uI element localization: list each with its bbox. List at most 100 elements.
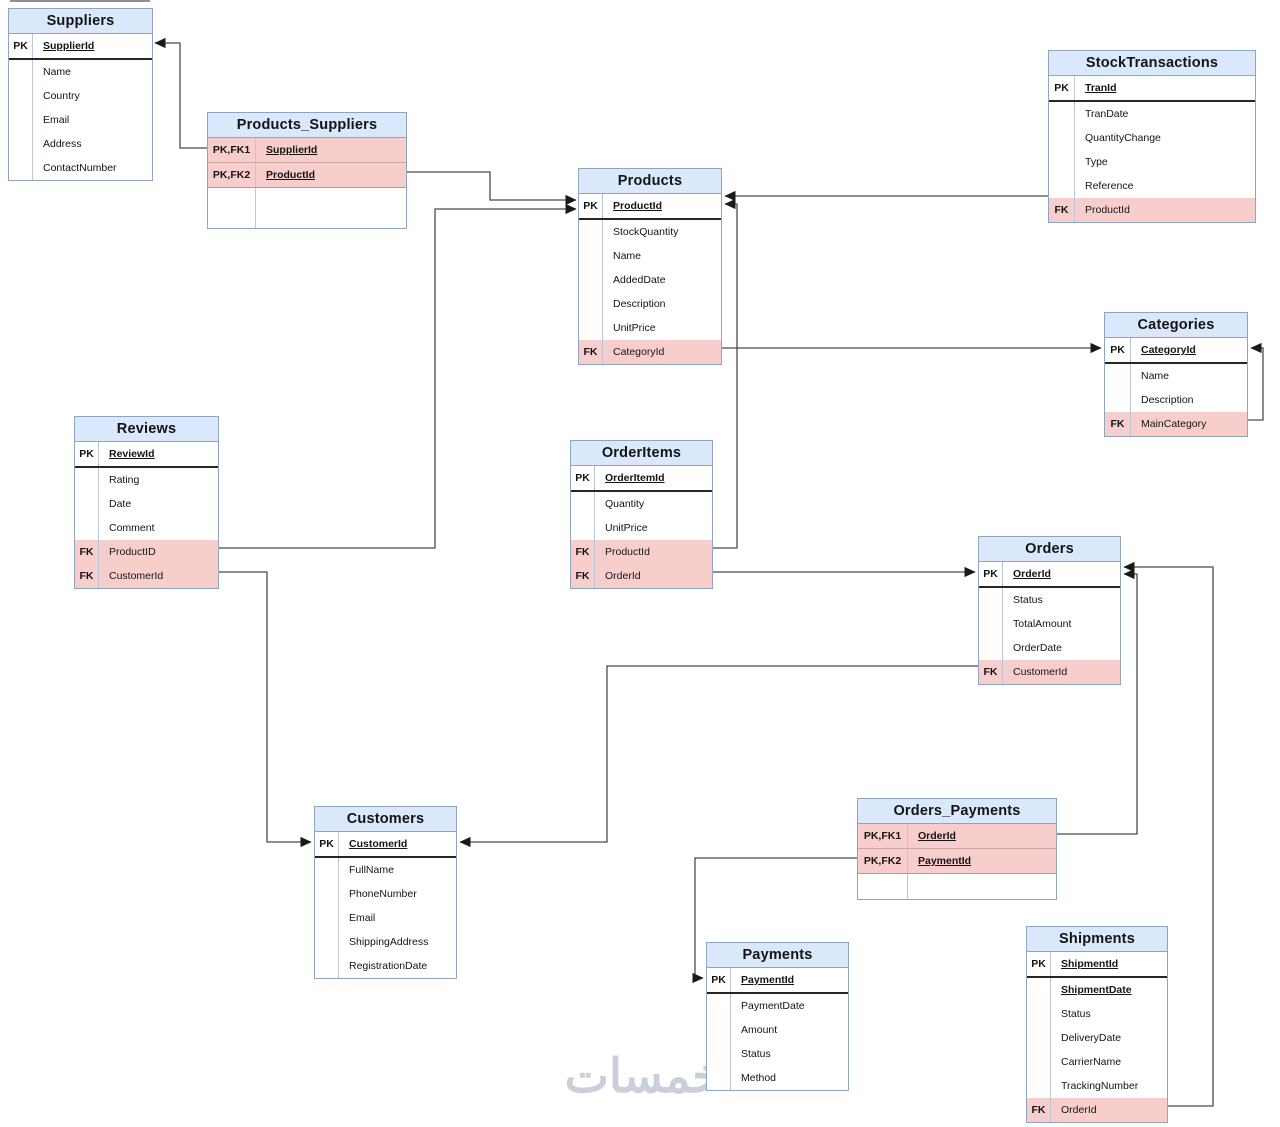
key-cell: [1027, 1026, 1051, 1050]
table-row[interactable]: Status: [1027, 1002, 1167, 1026]
key-cell: [75, 492, 99, 516]
relationship-categories-self-reference[interactable]: [1248, 342, 1264, 421]
key-cell: FK: [1049, 198, 1075, 222]
table-row[interactable]: Status: [979, 588, 1120, 612]
table-row[interactable]: Method: [707, 1066, 848, 1090]
key-cell: [1105, 364, 1131, 388]
table-row[interactable]: PhoneNumber: [315, 882, 456, 906]
table-row[interactable]: Country: [9, 84, 152, 108]
field-cell: CategoryId: [613, 346, 665, 358]
relationship-orders-payments-to-payments[interactable]: [692, 857, 857, 984]
field-cell: Method: [741, 1072, 777, 1084]
relationship-orders-to-customers[interactable]: [459, 665, 978, 848]
table-row[interactable]: AddedDate: [579, 268, 721, 292]
field-cell: Email: [43, 114, 70, 126]
table-row[interactable]: PaymentDate: [707, 994, 848, 1018]
relationship-reviews-to-products[interactable]: [219, 203, 577, 549]
table-row[interactable]: QuantityChange: [1049, 126, 1255, 150]
table-title-stock-transactions: StockTransactions: [1049, 51, 1255, 76]
table-row[interactable]: RegistrationDate: [315, 954, 456, 978]
table-row[interactable]: [208, 187, 406, 228]
table-row[interactable]: Address: [9, 132, 152, 156]
relationship-products-suppliers-to-products[interactable]: [407, 171, 577, 206]
table-row[interactable]: Comment: [75, 516, 218, 540]
field-cell: Name: [43, 66, 72, 78]
table-row[interactable]: Reference: [1049, 174, 1255, 198]
table-row[interactable]: TranDate: [1049, 102, 1255, 126]
key-cell: [707, 1018, 731, 1042]
key-cell: [1027, 978, 1051, 1002]
table-row[interactable]: Description: [1105, 388, 1247, 412]
table-row[interactable]: TotalAmount: [979, 612, 1120, 636]
table-row[interactable]: Type: [1049, 150, 1255, 174]
table-row[interactable]: Status: [707, 1042, 848, 1066]
table-row[interactable]: FullName: [315, 858, 456, 882]
table-row[interactable]: Name: [1105, 364, 1247, 388]
table-row[interactable]: Email: [9, 108, 152, 132]
table-row[interactable]: OrderDate: [979, 636, 1120, 660]
table-row[interactable]: ShippingAddress: [315, 930, 456, 954]
table-row[interactable]: [858, 873, 1056, 899]
table-row[interactable]: ShipmentDate: [1027, 978, 1167, 1002]
table-row[interactable]: Quantity: [571, 492, 712, 516]
table-row[interactable]: Amount: [707, 1018, 848, 1042]
table-row[interactable]: UnitPrice: [571, 516, 712, 540]
table-row[interactable]: CarrierName: [1027, 1050, 1167, 1074]
table-row[interactable]: Description: [579, 292, 721, 316]
field-cell: Address: [43, 138, 82, 150]
table-row[interactable]: Email: [315, 906, 456, 930]
field-cell: ProductID: [109, 546, 156, 558]
table-row[interactable]: Name: [9, 60, 152, 84]
table-row[interactable]: UnitPrice: [579, 316, 721, 340]
relationship-products-suppliers-to-suppliers[interactable]: [154, 37, 207, 149]
relationship-orders-payments-to-orders[interactable]: [1057, 568, 1138, 835]
table-row[interactable]: StockQuantity: [579, 220, 721, 244]
relationship-order-items-to-products[interactable]: [713, 198, 738, 549]
table-row[interactable]: Date: [75, 492, 218, 516]
table-row[interactable]: DeliveryDate: [1027, 1026, 1167, 1050]
field-cell: UnitPrice: [613, 322, 656, 334]
table-row[interactable]: Rating: [75, 468, 218, 492]
key-cell: FK: [571, 564, 595, 588]
table-row[interactable]: TrackingNumber: [1027, 1074, 1167, 1098]
table-row[interactable]: ContactNumber: [9, 156, 152, 180]
relationship-reviews-to-customers[interactable]: [219, 571, 312, 848]
table-row[interactable]: Name: [579, 244, 721, 268]
relationship-shipments-to-orders[interactable]: [1123, 561, 1214, 1107]
